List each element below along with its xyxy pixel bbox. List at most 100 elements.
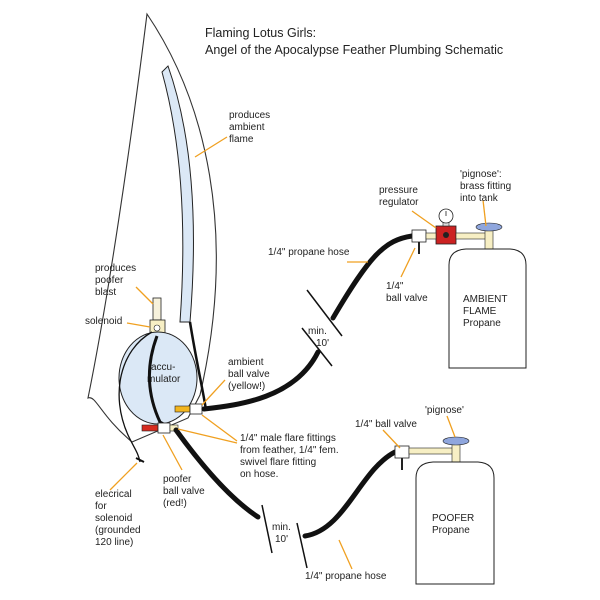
leader-solenoid <box>126 322 151 328</box>
svg-text:min.: min. <box>272 522 291 533</box>
feather-ambient-pipe <box>188 321 208 411</box>
wire-plug <box>135 457 145 463</box>
regulator-knob <box>443 232 449 238</box>
label-pignose-bottom: 'pignose' <box>425 405 464 416</box>
label-ball-valve-top: 1/4" ball valve <box>386 281 428 304</box>
label-min-10-bottom: min. 10' <box>272 522 291 545</box>
accumulator-label-2: mulator <box>147 374 181 385</box>
ambient-flame-tube <box>161 65 194 323</box>
svg-text:regulator: regulator <box>379 197 419 208</box>
leader-pignose-top <box>482 199 487 227</box>
label-pressure-regulator: pressure regulator <box>379 185 419 208</box>
svg-text:poofer: poofer <box>163 474 192 485</box>
label-ambient-ball-valve: ambient ball valve (yellow!) <box>228 357 270 392</box>
svg-text:from feather, 1/4" fem.: from feather, 1/4" fem. <box>240 445 339 456</box>
break-mark-bottom-2 <box>296 522 308 569</box>
svg-text:ambient: ambient <box>228 357 264 368</box>
svg-text:flame: flame <box>229 134 254 145</box>
poofer-tank-label-1: POOFER <box>432 513 474 524</box>
poofer-hose-2 <box>302 449 398 539</box>
ambient-tank-label-3: Propane <box>463 318 501 329</box>
svg-text:1/4" male flare fittings: 1/4" male flare fittings <box>240 433 336 444</box>
top-pignose-stem <box>484 229 494 251</box>
ambient-hose-1 <box>201 349 321 412</box>
svg-text:produces: produces <box>229 110 270 121</box>
leader-ball-valve-bottom <box>382 429 401 449</box>
ambient-tank <box>448 248 527 369</box>
solenoid-port <box>153 324 161 332</box>
leader-poofer-blast <box>135 286 154 305</box>
leader-flare-1 <box>201 414 238 442</box>
break-mark-top-2 <box>301 327 333 367</box>
poofer-internal-pipe <box>148 335 175 432</box>
leader-regulator <box>411 210 437 229</box>
ambient-hose-2 <box>330 233 415 321</box>
label-min-10-top: min. 10' <box>308 326 329 349</box>
leader-ambient-valve <box>201 379 226 406</box>
break-mark-top-1 <box>306 289 343 337</box>
top-pignose-pipe <box>455 232 489 240</box>
leader-hose-bottom <box>338 539 353 570</box>
poofer-tank-label-2: Propane <box>432 525 470 536</box>
svg-text:on hose.: on hose. <box>240 469 278 480</box>
poofer-ball-valve-top <box>394 445 410 459</box>
svg-text:min.: min. <box>308 326 327 337</box>
leader-poofer-valve <box>162 434 183 471</box>
ambient-valve-handle <box>174 405 191 413</box>
svg-text:swivel flare fitting: swivel flare fitting <box>240 457 316 468</box>
svg-text:produces: produces <box>95 263 136 274</box>
bottom-pignose-stem <box>451 443 461 465</box>
leader-pignose-bottom <box>446 415 456 438</box>
svg-text:(yellow!): (yellow!) <box>228 381 265 392</box>
poofer-nozzle <box>152 297 162 321</box>
bottom-pignose-cap <box>442 436 470 446</box>
leader-electrical <box>109 462 138 491</box>
svg-text:poofer: poofer <box>95 275 124 286</box>
ambient-ball-valve-top <box>411 229 427 243</box>
ambient-valve-body <box>189 403 203 415</box>
label-ball-valve-bottom: 1/4" ball valve <box>355 419 417 430</box>
svg-text:pressure: pressure <box>379 185 418 196</box>
title-line-1: Flaming Lotus Girls: <box>205 26 316 40</box>
svg-text:blast: blast <box>95 287 116 298</box>
svg-text:brass fitting: brass fitting <box>460 181 511 192</box>
solenoid-wire <box>118 331 153 463</box>
label-propane-hose-bottom: 1/4" propane hose <box>305 571 387 582</box>
svg-text:1/4": 1/4" <box>386 281 404 292</box>
svg-text:120 line): 120 line) <box>95 537 133 548</box>
svg-text:into tank: into tank <box>460 193 499 204</box>
svg-text:(grounded: (grounded <box>95 525 141 536</box>
top-pignose-cap <box>475 222 503 232</box>
accumulator-label-1: accu- <box>151 362 175 373</box>
ambient-tank-label-2: FLAME <box>463 306 497 317</box>
poofer-tank <box>415 461 495 585</box>
svg-text:ball valve: ball valve <box>228 369 270 380</box>
svg-text:ball valve: ball valve <box>386 293 428 304</box>
label-produces-ambient-flame: produces ambient flame <box>229 110 270 145</box>
svg-text:elecrical: elecrical <box>95 489 132 500</box>
leader-flare-2 <box>177 428 238 444</box>
label-flare-fittings: 1/4" male flare fittings from feather, 1… <box>240 433 339 480</box>
label-solenoid: solenoid <box>85 316 122 327</box>
svg-text:(red!): (red!) <box>163 498 187 509</box>
poofer-hose-1 <box>173 427 261 520</box>
poofer-valve-body <box>157 422 171 434</box>
title-line-2: Angel of the Apocalypse Feather Plumbing… <box>205 43 503 57</box>
label-electrical: elecrical for solenoid (grounded 120 lin… <box>95 489 141 548</box>
svg-text:solenoid: solenoid <box>95 513 132 524</box>
break-mark-bottom-1 <box>261 504 273 554</box>
label-poofer-ball-valve: poofer ball valve (red!) <box>163 474 205 509</box>
leader-ambient-flame <box>194 136 228 158</box>
svg-text:ball valve: ball valve <box>163 486 205 497</box>
bottom-pignose-pipe <box>408 447 456 455</box>
svg-text:10': 10' <box>275 534 288 545</box>
feather-outline <box>87 12 217 443</box>
label-propane-hose-top: 1/4" propane hose <box>268 247 350 258</box>
poofer-valve-handle <box>141 424 159 432</box>
leader-ball-valve-top <box>400 247 416 278</box>
svg-text:10': 10' <box>316 338 329 349</box>
svg-text:ambient: ambient <box>229 122 265 133</box>
ambient-tank-label-1: AMBIENT <box>463 294 507 305</box>
svg-text:for: for <box>95 501 107 512</box>
